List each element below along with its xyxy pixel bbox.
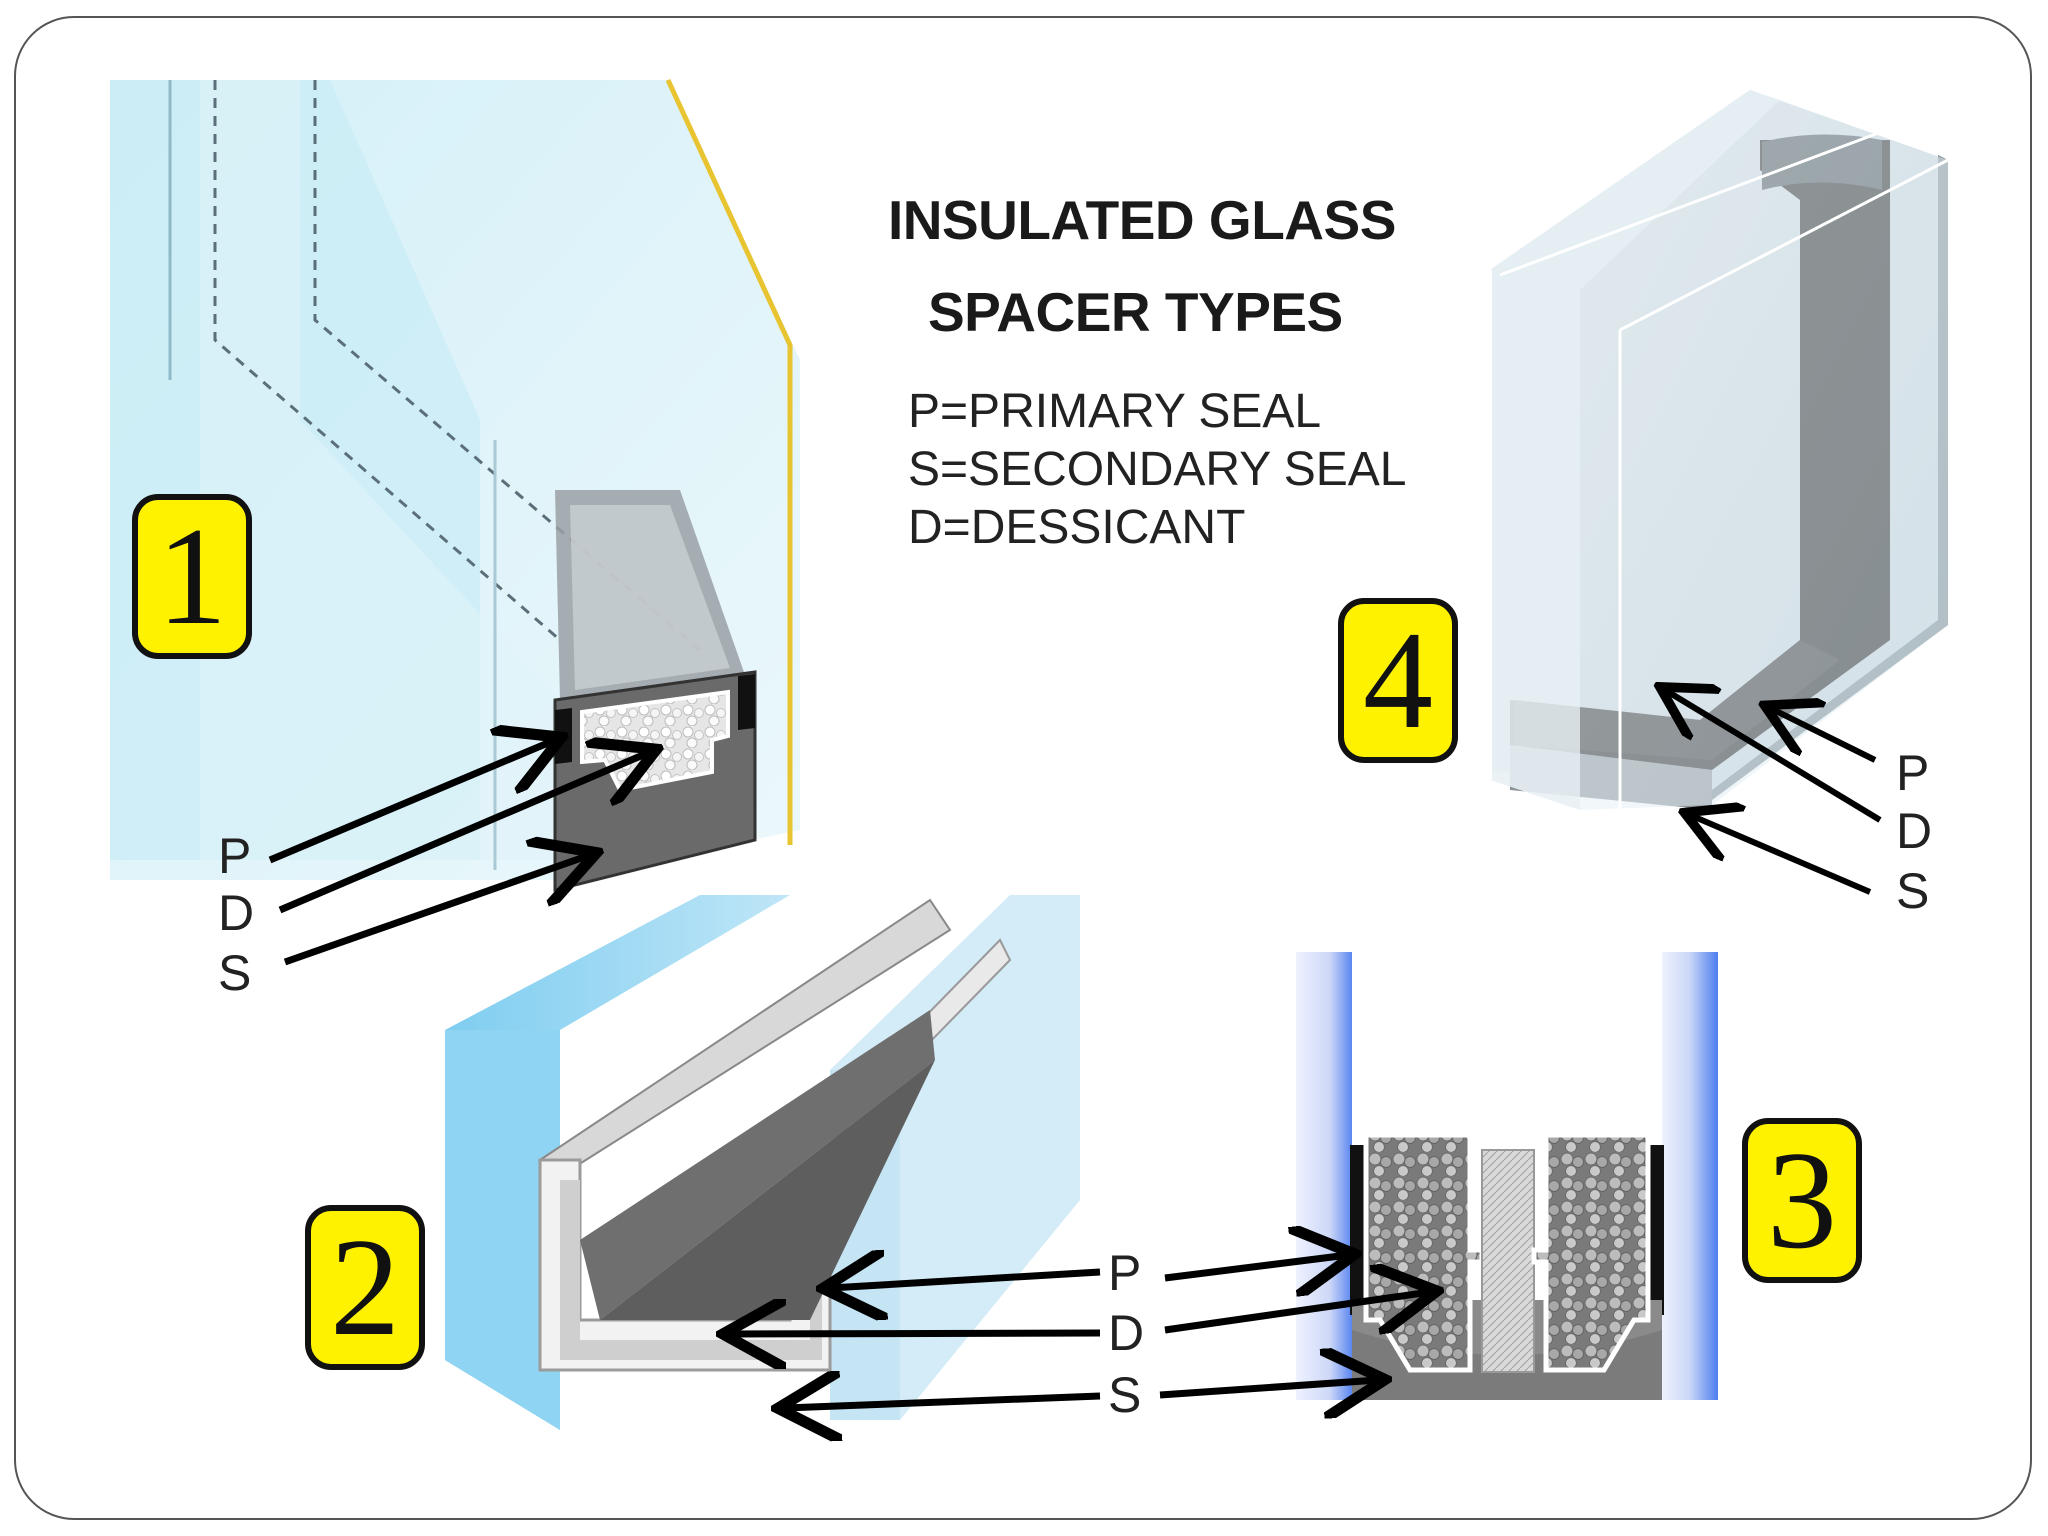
label-2-s: S (1108, 1367, 1141, 1423)
arrow-4-d (1665, 690, 1882, 823)
arrow-1-p (268, 740, 555, 864)
legend-item-primary: P=PRIMARY SEAL (908, 385, 1322, 438)
arrow-4-p (1770, 708, 1877, 763)
legend-item-secondary: S=SECONDARY SEAL (908, 443, 1407, 496)
label-2-p: P (1108, 1245, 1141, 1301)
arrow-1-d (278, 752, 650, 914)
label-4-p: P (1896, 745, 1929, 801)
arrow-4-s (1690, 815, 1872, 895)
label-1-d: D (218, 885, 254, 941)
arrow-3-p (1164, 1255, 1348, 1278)
label-1-s: S (218, 945, 251, 1001)
arrow-1-s (283, 855, 590, 966)
badge-1: 1 (132, 494, 252, 659)
diagram-2: P D S (445, 895, 1144, 1430)
arrow-2-p (830, 1272, 1101, 1288)
frame-edge (665, 78, 793, 845)
diagram-4: P D S (1488, 90, 1949, 919)
primary-seal-strip (555, 708, 572, 764)
glass-pane-right (1662, 952, 1718, 1400)
title-line-2: SPACER TYPES (928, 281, 1343, 343)
title-line-1: INSULATED GLASS (888, 189, 1396, 251)
diagram-3 (1159, 952, 1718, 1400)
desiccant-chamber-right (1531, 1132, 1651, 1373)
label-2-d: D (1108, 1305, 1144, 1361)
glass-pane-left (1296, 952, 1352, 1400)
spacer-core (1481, 1149, 1535, 1373)
arrow-2-d (730, 1333, 1101, 1334)
legend-item-desiccant: D=DESSICANT (908, 501, 1246, 554)
badge-3: 3 (1742, 1118, 1862, 1283)
label-4-s: S (1896, 863, 1929, 919)
label-1-p: P (218, 828, 251, 884)
arrow-2-s (785, 1396, 1101, 1408)
arrow-3-d (1164, 1292, 1430, 1330)
badge-4: 4 (1338, 598, 1458, 763)
diagram-1: P D S (110, 78, 800, 1001)
label-4-d: D (1896, 803, 1932, 859)
channel-floor (580, 1010, 935, 1320)
badge-2: 2 (305, 1205, 425, 1370)
glass-pane-front (1490, 90, 1780, 810)
arrow-3-s (1159, 1380, 1378, 1395)
